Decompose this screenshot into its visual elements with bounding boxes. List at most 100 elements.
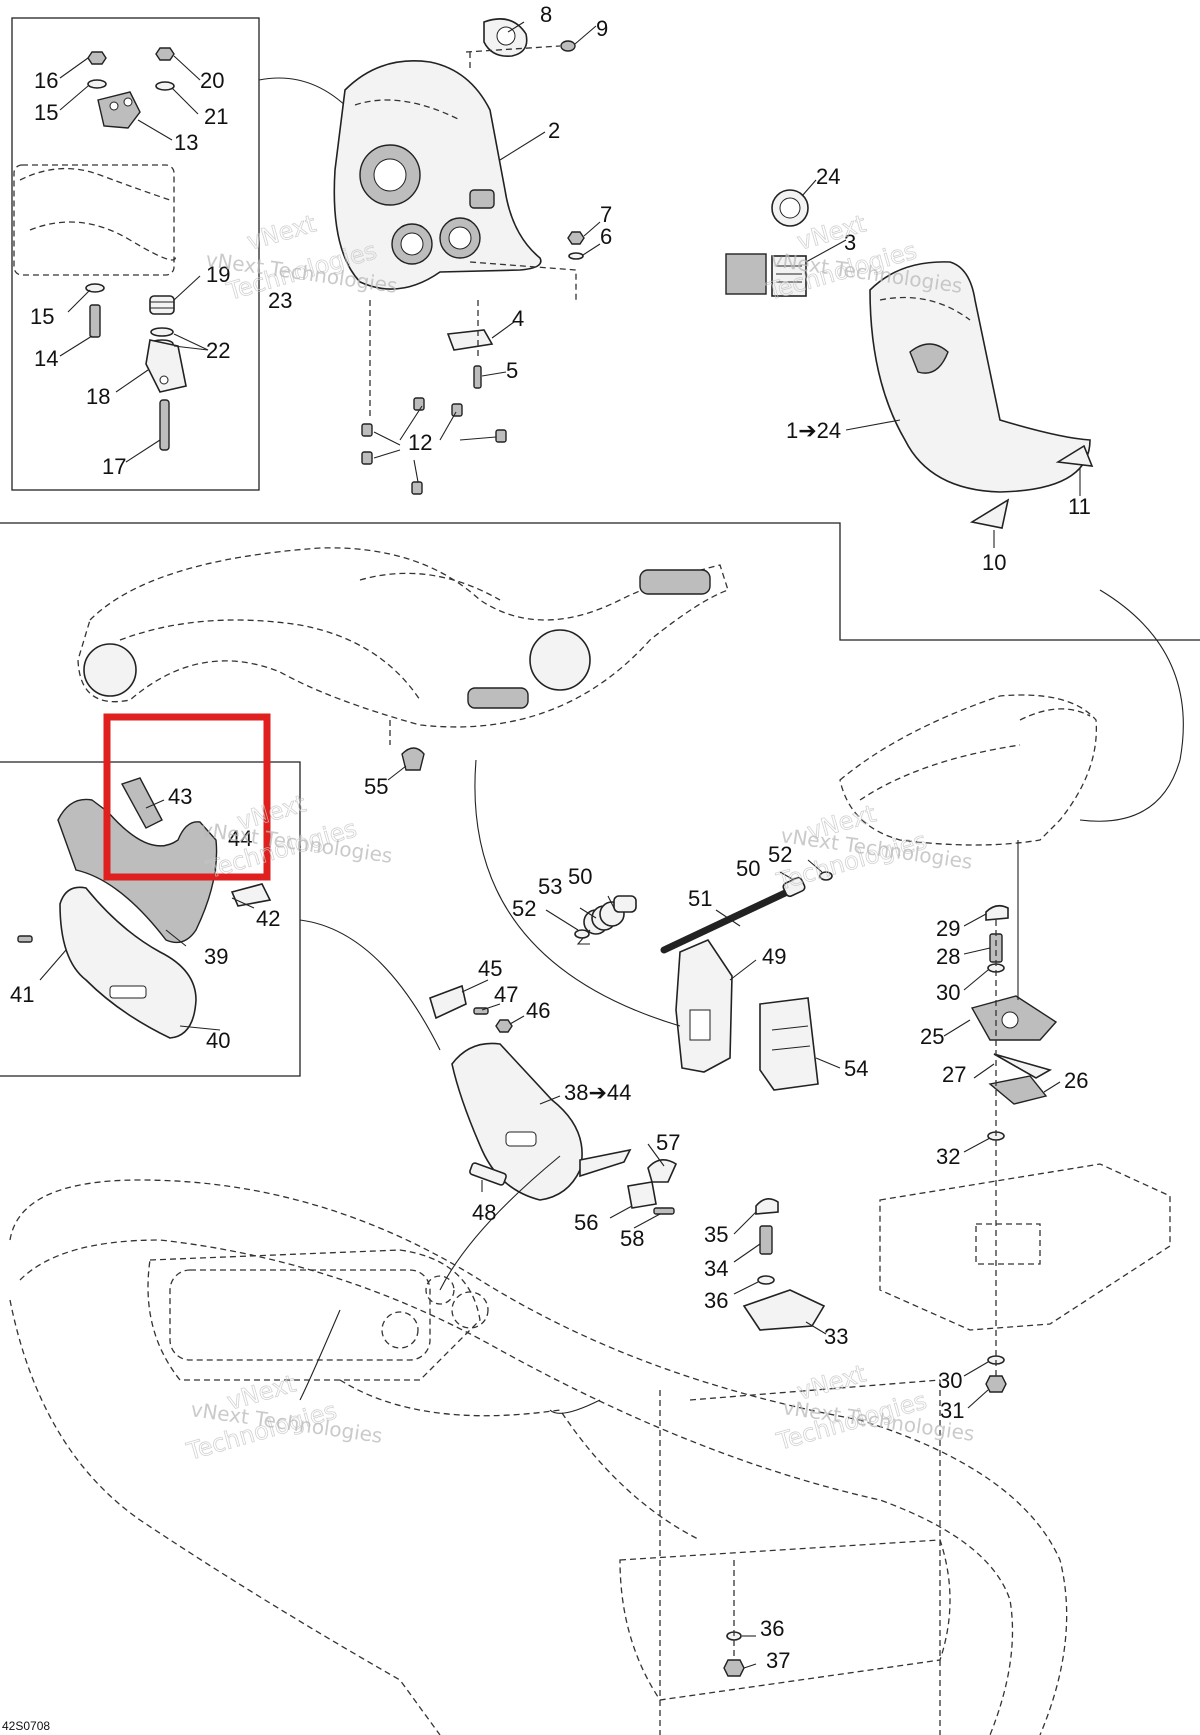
bracket-18-icon [145,339,187,393]
handlebar-cover-2 [333,18,601,495]
callout-51: 51 [688,886,712,911]
callout-54: 54 [844,1056,868,1081]
callout-7: 7 [600,202,612,227]
callout-56: 56 [574,1210,598,1235]
callout-31: 31 [940,1398,964,1423]
callout-22: 22 [206,338,230,363]
callout-15b: 15 [30,304,54,329]
callout-28: 28 [936,944,960,969]
spring-19-icon [149,295,175,315]
callout-57: 57 [656,1130,680,1155]
bushing-50b-icon [782,876,806,898]
clip-52b-icon [819,871,833,881]
washer-52a-icon [574,929,590,939]
decal-3b-icon [771,255,807,297]
washer-36a-icon [757,1275,775,1285]
callout-44: 44 [228,826,252,851]
callout-34: 34 [704,1256,728,1281]
screw-58-icon [653,1207,675,1215]
pad-11-icon [1055,444,1094,467]
bolt-14-icon [89,304,101,338]
callout-26: 26 [1064,1068,1088,1093]
steering-inset [13,47,351,463]
knee-pad-assembly-38-44 [429,979,678,1291]
nut-7-icon [567,231,585,245]
frame-line-top [0,522,1200,641]
callout-21: 21 [204,104,228,129]
plug-55-icon [401,747,425,771]
pad-42-icon [230,883,272,907]
screw-5-icon [473,365,482,389]
nut-31-icon [985,1375,1007,1393]
callout-17: 17 [102,454,126,479]
callout-11: 11 [1068,494,1091,519]
callout-49: 49 [762,944,786,969]
callout-43: 43 [168,784,192,809]
steering-assembly [77,547,1184,822]
callout-50b: 50 [736,856,760,881]
callout-24: 24 [816,164,840,189]
nut-46-icon [495,1019,513,1033]
clip-45-icon [429,984,467,1020]
callout-47: 47 [494,982,518,1007]
callout-5: 5 [506,358,518,383]
callout-48: 48 [472,1200,496,1225]
callout-55: 55 [364,774,388,799]
lever-17-icon [159,399,170,451]
callout-29: 29 [936,916,960,941]
rear-seat-assembly [839,694,1098,846]
callout-41: 41 [10,982,34,1007]
washer-22a-icon [150,327,174,337]
callout-40: 40 [206,1028,230,1053]
callout-13: 13 [174,130,198,155]
callout-12: 12 [408,430,432,455]
callout-20: 20 [200,68,224,93]
callout-labels: 8 9 16 20 15 21 13 2 24 7 6 3 19 23 15 4… [10,2,1091,1673]
callout-9: 9 [596,16,608,41]
callout-36a: 36 [704,1288,728,1313]
callout-35: 35 [704,1222,728,1247]
highlight-box-43-44 [103,713,271,881]
cap-29-icon [985,904,1009,921]
callout-8: 8 [540,2,552,27]
latch-56-icon [627,1181,657,1209]
nut-20-icon [155,47,175,61]
bolt-34-icon [759,1225,773,1255]
inset-frame-top-left [11,17,260,491]
watermark-line1: vNext [244,210,319,256]
latch-26-icon [988,1075,1048,1105]
callout-52a: 52 [512,896,536,921]
callout-25: 25 [920,1024,944,1049]
callout-50a: 50 [568,864,592,889]
storage-tray [879,1163,1171,1331]
insert-48-icon [469,1162,507,1186]
callout-52b: 52 [768,842,792,867]
hull-deck [9,1179,1068,1735]
nut-16-icon [87,51,107,65]
callout-53: 53 [538,874,562,899]
handlebar-cover-assembly-1-24 [725,179,1094,548]
callout-16: 16 [34,68,58,93]
pad-10-icon [969,498,1010,529]
callout-15a: 15 [34,100,58,125]
bracket-33-group [733,1198,827,1335]
washer-15-lower-icon [85,283,105,293]
callout-30b: 30 [938,1368,962,1393]
callout-30a: 30 [936,980,960,1005]
knee-pad-inset [17,777,441,1051]
callout-27: 27 [942,1062,966,1087]
callout-2: 2 [548,118,560,143]
pad-43-icon [120,777,163,829]
nut-37-icon [723,1659,745,1677]
callout-42: 42 [256,906,280,931]
callout-33: 33 [824,1324,848,1349]
callout-1-24: 1➔24 [786,418,841,443]
callout-36b: 36 [760,1616,784,1641]
callout-39: 39 [204,944,228,969]
nuts-12-icon [361,397,507,495]
washer-21-icon [155,81,175,91]
callout-19: 19 [206,262,230,287]
hinge-latch-assembly [474,759,841,1091]
screw-41-icon [17,935,33,943]
